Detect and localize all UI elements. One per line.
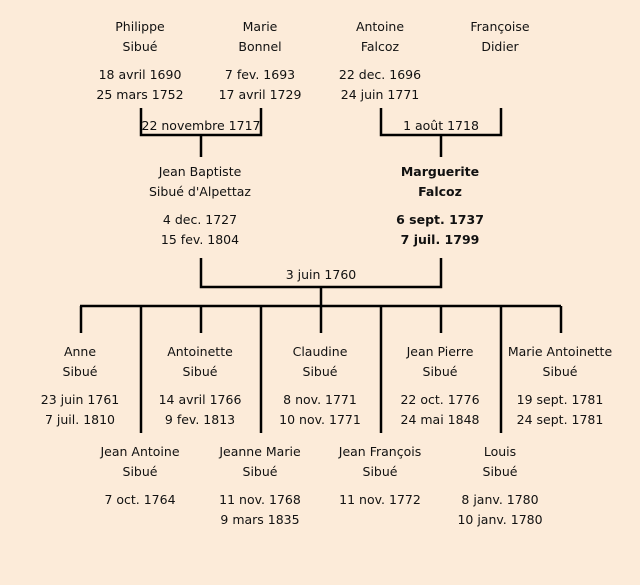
first-name: Marie [242, 19, 278, 34]
birth-date: 4 dec. 1727 [162, 212, 238, 227]
birth-date: 7 oct. 1764 [104, 492, 176, 507]
birth-date: 19 sept. 1781 [516, 392, 604, 407]
last-name: Sibué d'Alpettaz [149, 184, 251, 199]
last-name: Sibué [542, 364, 578, 379]
person-jean-baptiste: Jean Baptiste Sibué d'Alpettaz 4 dec. 17… [125, 162, 275, 250]
birth-date: 6 sept. 1737 [396, 212, 484, 227]
person-marguerite-falcoz: Marguerite Falcoz 6 sept. 1737 7 juil. 1… [365, 162, 515, 250]
first-name: Anne [63, 344, 97, 359]
first-name: Jean François [338, 444, 422, 459]
marriage-bracket-right [379, 108, 503, 157]
death-date: 17 avril 1729 [218, 87, 302, 102]
death-date: 7 juil. 1810 [44, 412, 116, 427]
birth-date: 8 nov. 1771 [283, 392, 357, 407]
death-date: 9 mars 1835 [220, 512, 300, 527]
person-marie-bonnel: Marie Bonnel 7 fev. 1693 17 avril 1729 [185, 17, 335, 105]
person-francoise-didier: Françoise Didier [425, 17, 575, 57]
child-jean-francois: Jean François Sibué 11 nov. 1772 [305, 442, 455, 510]
first-name: Philippe [115, 19, 165, 34]
first-name: Louis [483, 444, 517, 459]
marriage-date-left: 22 novembre 1717 [141, 118, 261, 133]
last-name: Sibué [122, 464, 158, 479]
first-name: Jean Pierre [406, 344, 474, 359]
child-louis: Louis Sibué 8 janv. 1780 10 janv. 1780 [425, 442, 575, 530]
death-date: 25 mars 1752 [96, 87, 184, 102]
person-antoine-falcoz: Antoine Falcoz 22 dec. 1696 24 juin 1771 [305, 17, 455, 105]
birth-date: 23 juin 1761 [40, 392, 120, 407]
child-drops-short [79, 306, 563, 333]
death-date: 15 fev. 1804 [160, 232, 240, 247]
death-date: 9 fev. 1813 [164, 412, 236, 427]
birth-date: 8 janv. 1780 [461, 492, 539, 507]
child-jeanne-marie: Jeanne Marie Sibué 11 nov. 1768 9 mars 1… [185, 442, 335, 530]
child-jean-antoine: Jean Antoine Sibué 7 oct. 1764 [65, 442, 215, 510]
last-name: Sibué [182, 364, 218, 379]
birth-date: 18 avril 1690 [98, 67, 182, 82]
child-antoinette: Antoinette Sibué 14 avril 1766 9 fev. 18… [125, 342, 275, 430]
last-name: Sibué [62, 364, 98, 379]
marriage-bracket-left [139, 108, 263, 157]
marriage-date-parents: 3 juin 1760 [285, 267, 357, 282]
last-name: Sibué [302, 364, 338, 379]
last-name: Bonnel [238, 39, 282, 54]
child-anne: Anne Sibué 23 juin 1761 7 juil. 1810 [5, 342, 155, 430]
first-name: Antoinette [167, 344, 233, 359]
first-name: Françoise [470, 19, 530, 34]
last-name: Falcoz [360, 39, 400, 54]
last-name: Sibué [362, 464, 398, 479]
death-date: 10 nov. 1771 [279, 412, 361, 427]
birth-date: 22 dec. 1696 [338, 67, 422, 82]
death-date: 24 mai 1848 [400, 412, 480, 427]
death-date: 10 janv. 1780 [457, 512, 543, 527]
last-name: Falcoz [418, 184, 462, 199]
birth-date: 22 oct. 1776 [400, 392, 480, 407]
birth-date: 7 fev. 1693 [224, 67, 296, 82]
death-date: 24 juin 1771 [340, 87, 420, 102]
first-name: Marie Antoinette [507, 344, 613, 359]
marriage-bracket-parents [199, 258, 443, 306]
child-claudine: Claudine Sibué 8 nov. 1771 10 nov. 1771 [245, 342, 395, 430]
birth-date: 11 nov. 1772 [339, 492, 421, 507]
first-name: Claudine [292, 344, 348, 359]
person-philippe-sibue: Philippe Sibué 18 avril 1690 25 mars 175… [65, 17, 215, 105]
last-name: Sibué [422, 364, 458, 379]
first-name: Antoine [355, 19, 405, 34]
child-jean-pierre: Jean Pierre Sibué 22 oct. 1776 24 mai 18… [365, 342, 515, 430]
child-marie-antoinette: Marie Antoinette Sibué 19 sept. 1781 24 … [485, 342, 635, 430]
last-name: Didier [481, 39, 519, 54]
last-name: Sibué [122, 39, 158, 54]
last-name: Sibué [242, 464, 278, 479]
birth-date: 11 nov. 1768 [219, 492, 301, 507]
marriage-date-right: 1 août 1718 [403, 118, 479, 133]
first-name: Marguerite [400, 164, 480, 179]
death-date: 24 sept. 1781 [516, 412, 604, 427]
child-drops-long [139, 306, 503, 433]
first-name: Jeanne Marie [219, 444, 301, 459]
death-date: 7 juil. 1799 [400, 232, 480, 247]
first-name: Jean Antoine [100, 444, 180, 459]
birth-date: 14 avril 1766 [158, 392, 242, 407]
first-name: Jean Baptiste [158, 164, 242, 179]
last-name: Sibué [482, 464, 518, 479]
